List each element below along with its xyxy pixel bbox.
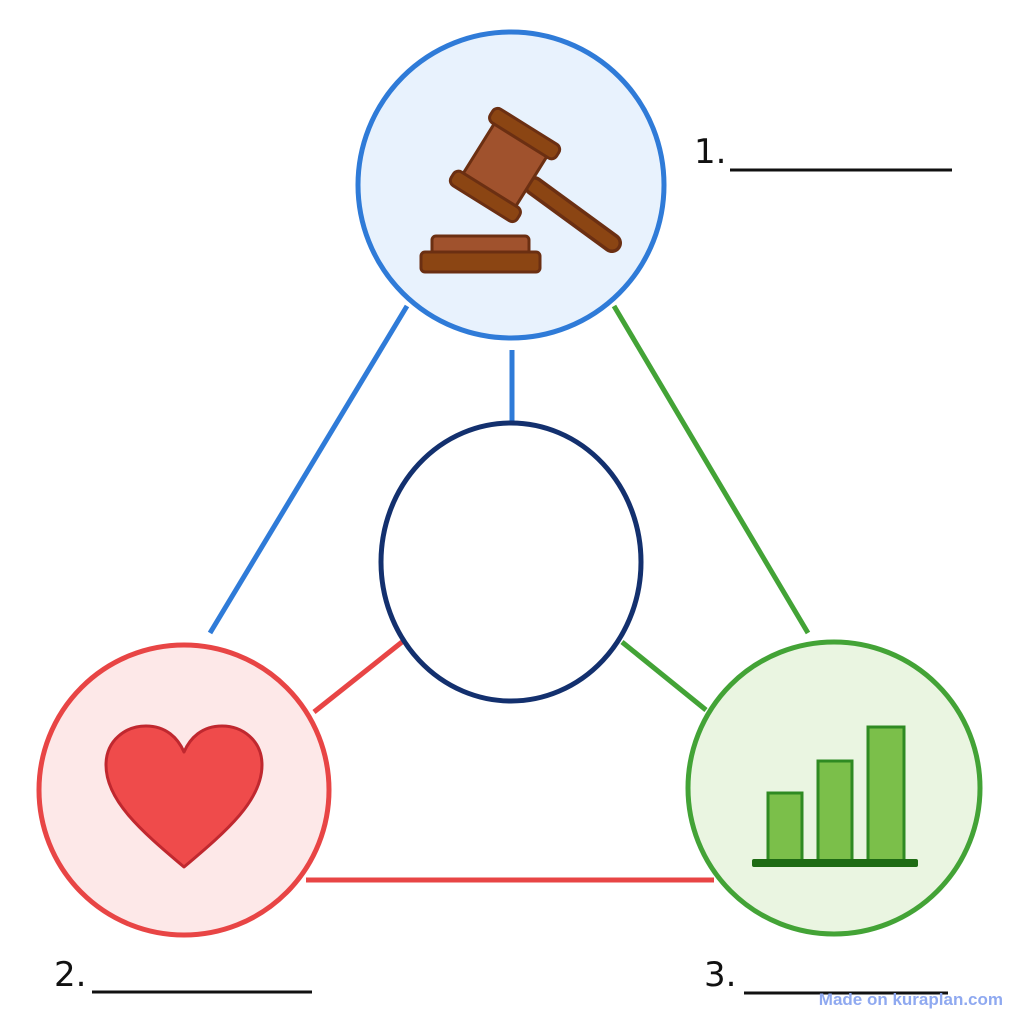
chart-baseline — [752, 859, 918, 867]
label-1: 1. — [694, 132, 952, 172]
label-2: 2. — [54, 955, 312, 995]
connector-top-left — [207, 304, 410, 635]
connector-center-left — [312, 640, 404, 714]
node-gavel — [355, 29, 667, 341]
connector-top-right — [611, 304, 811, 635]
node-heart — [36, 642, 332, 938]
node-chart — [685, 639, 983, 937]
bar-chart-icon — [752, 725, 918, 867]
label-3-number: 3. — [704, 955, 736, 995]
watermark-text: Made on kuraplan.com — [819, 990, 1003, 1009]
label-3: 3. — [704, 955, 948, 995]
chart-bar-medium — [816, 759, 854, 865]
heart-icon — [104, 724, 264, 869]
chart-bar-tall — [866, 725, 906, 865]
label-1-number: 1. — [694, 132, 726, 172]
gavel-icon — [419, 106, 622, 274]
center-node — [378, 420, 644, 704]
label-2-number: 2. — [54, 955, 86, 995]
chart-bar-short — [766, 791, 804, 865]
connector-center-right — [620, 640, 708, 712]
